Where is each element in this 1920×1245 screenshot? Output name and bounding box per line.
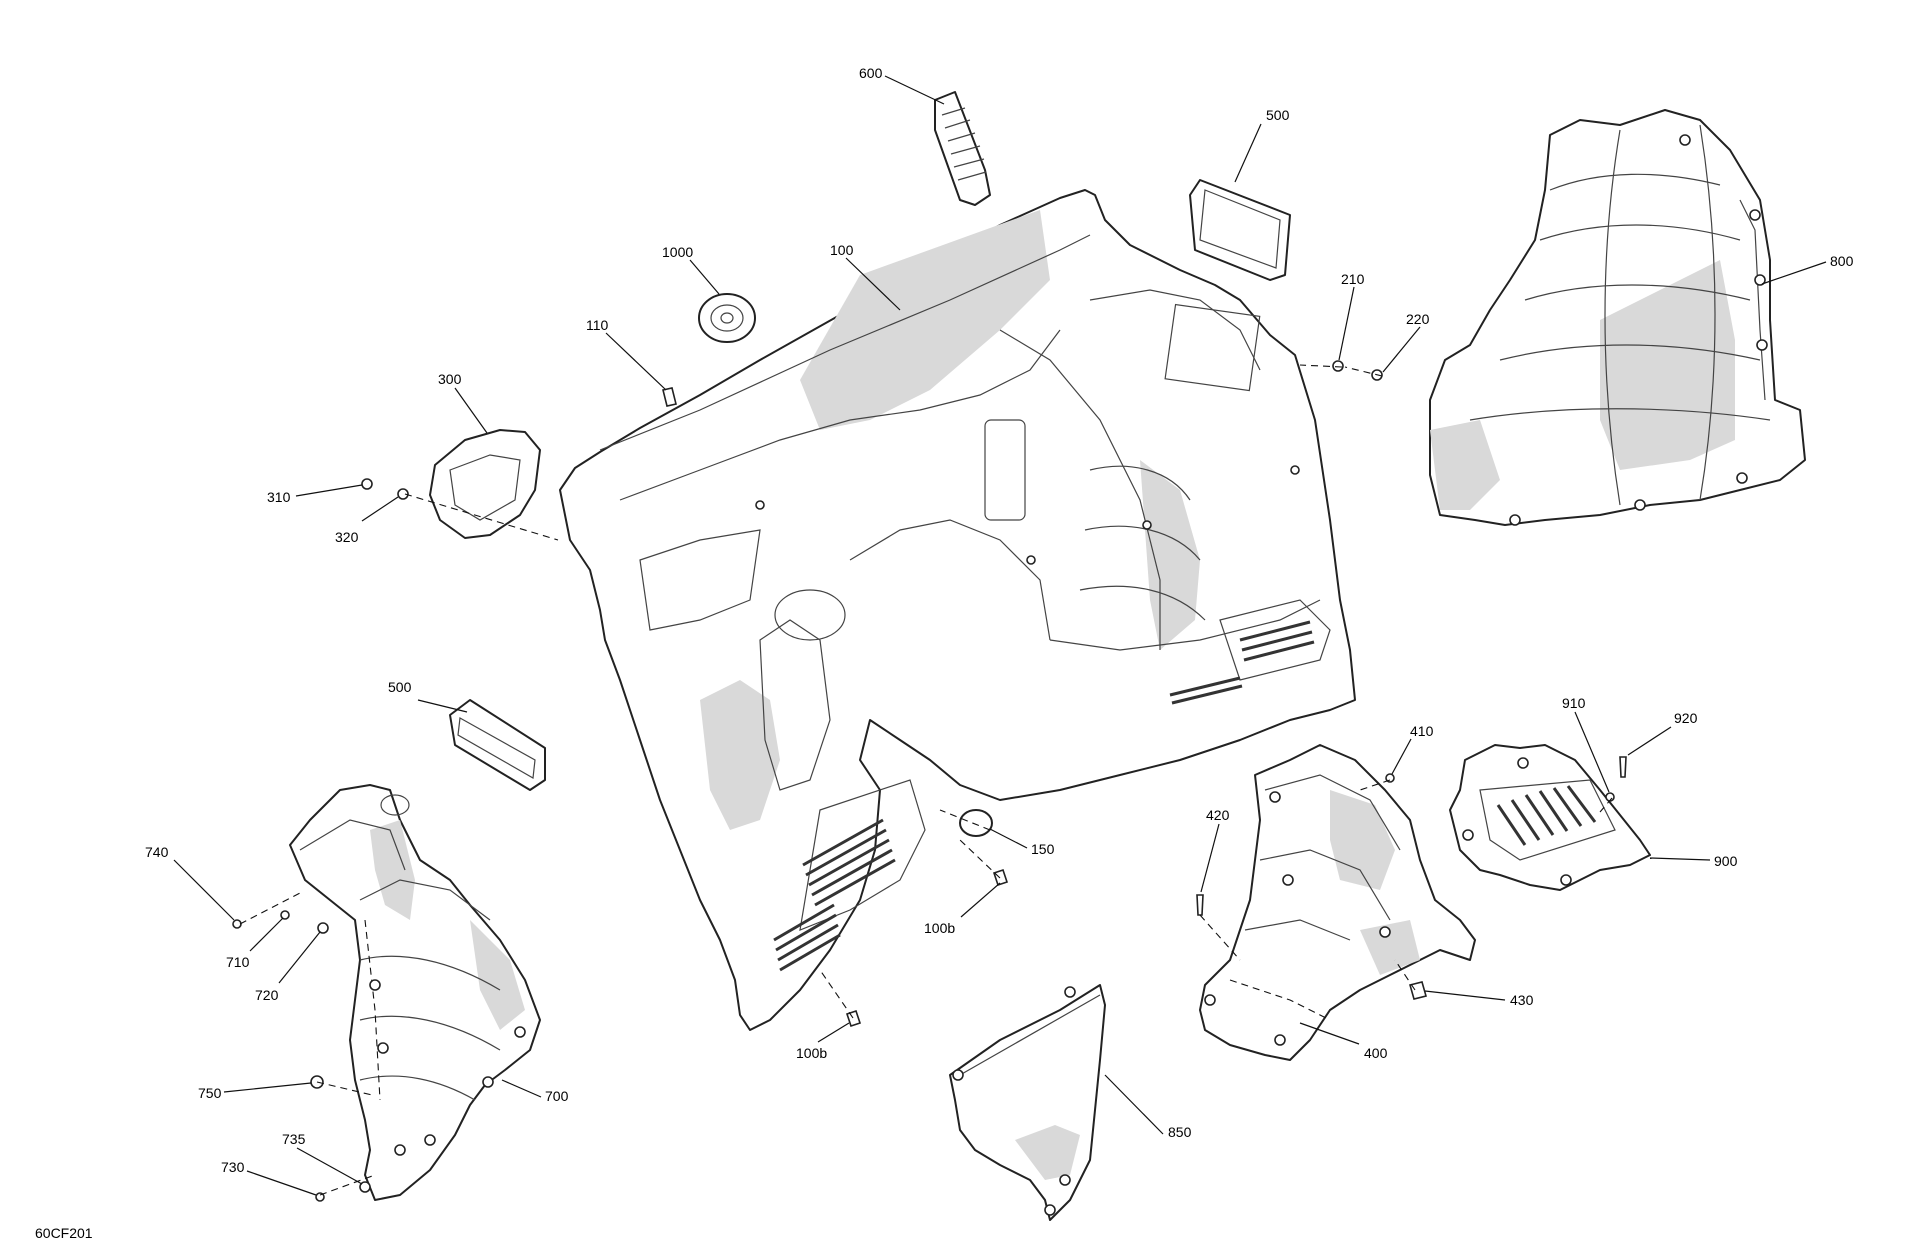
callout-430: 430 bbox=[1510, 992, 1534, 1008]
callout-500-left: 500 bbox=[388, 679, 412, 695]
part-700-side-panel bbox=[289, 784, 541, 1201]
callout-735: 735 bbox=[282, 1131, 306, 1147]
callout-100b-b: 100b bbox=[796, 1045, 827, 1061]
callout-920: 920 bbox=[1674, 710, 1698, 726]
callout-720: 720 bbox=[255, 987, 279, 1003]
part-900-step-plate bbox=[1449, 744, 1651, 891]
part-1000-grommet bbox=[698, 293, 756, 343]
callout-910: 910 bbox=[1562, 695, 1586, 711]
callout-310: 310 bbox=[267, 489, 291, 505]
part-110-clip bbox=[662, 387, 677, 407]
part-735-washer bbox=[359, 1181, 371, 1193]
callout-210: 210 bbox=[1341, 271, 1365, 287]
callout-220: 220 bbox=[1406, 311, 1430, 327]
part-850-lower-panel bbox=[949, 984, 1106, 1221]
part-500-cover-left bbox=[449, 699, 546, 791]
part-920-screw bbox=[1619, 756, 1627, 778]
part-420-screw bbox=[1196, 894, 1204, 916]
part-410-screw bbox=[1385, 773, 1395, 783]
part-100-main-panel bbox=[559, 189, 1356, 1031]
part-500-cover-top bbox=[1189, 179, 1291, 281]
callout-410: 410 bbox=[1410, 723, 1434, 739]
part-730-screw bbox=[315, 1192, 325, 1202]
callout-600: 600 bbox=[859, 65, 883, 81]
figure-code: 60CF201 bbox=[35, 1225, 93, 1241]
callout-110: 110 bbox=[586, 317, 609, 333]
part-710-screw bbox=[280, 910, 290, 920]
callout-labels: 600 500 1000 100 110 300 310 320 210 220… bbox=[145, 65, 1854, 1175]
callout-740: 740 bbox=[145, 844, 169, 860]
callout-710: 710 bbox=[226, 954, 250, 970]
callout-500-top: 500 bbox=[1266, 107, 1290, 123]
callout-1000: 1000 bbox=[662, 244, 693, 260]
part-800-side-panel bbox=[1429, 109, 1806, 526]
callout-300: 300 bbox=[438, 371, 462, 387]
assembly-lines bbox=[239, 364, 1613, 1196]
part-310-screw bbox=[361, 478, 373, 490]
callout-150: 150 bbox=[1031, 841, 1055, 857]
part-720-washer bbox=[317, 922, 329, 934]
part-740-screw bbox=[232, 919, 242, 929]
part-400-bracket bbox=[1199, 744, 1476, 1061]
callout-400: 400 bbox=[1364, 1045, 1388, 1061]
part-150-plug bbox=[959, 809, 993, 837]
callout-100: 100 bbox=[830, 242, 854, 258]
callout-320: 320 bbox=[335, 529, 359, 545]
part-100b-clip-a bbox=[992, 868, 1009, 887]
part-600-grille bbox=[934, 91, 991, 206]
callout-100b-a: 100b bbox=[924, 920, 955, 936]
callout-420: 420 bbox=[1206, 807, 1230, 823]
callout-750: 750 bbox=[198, 1085, 222, 1101]
callout-730: 730 bbox=[221, 1159, 245, 1175]
callout-850: 850 bbox=[1168, 1124, 1192, 1140]
part-210-washer bbox=[1332, 360, 1344, 372]
callout-900: 900 bbox=[1714, 853, 1738, 869]
part-320-washer bbox=[397, 488, 409, 500]
part-430-clip bbox=[1409, 981, 1427, 1000]
part-300-bracket bbox=[429, 429, 541, 539]
callout-800: 800 bbox=[1830, 253, 1854, 269]
callout-700: 700 bbox=[545, 1088, 569, 1104]
part-100b-clip-b bbox=[845, 1009, 862, 1028]
leader-lines bbox=[173, 75, 1827, 1196]
